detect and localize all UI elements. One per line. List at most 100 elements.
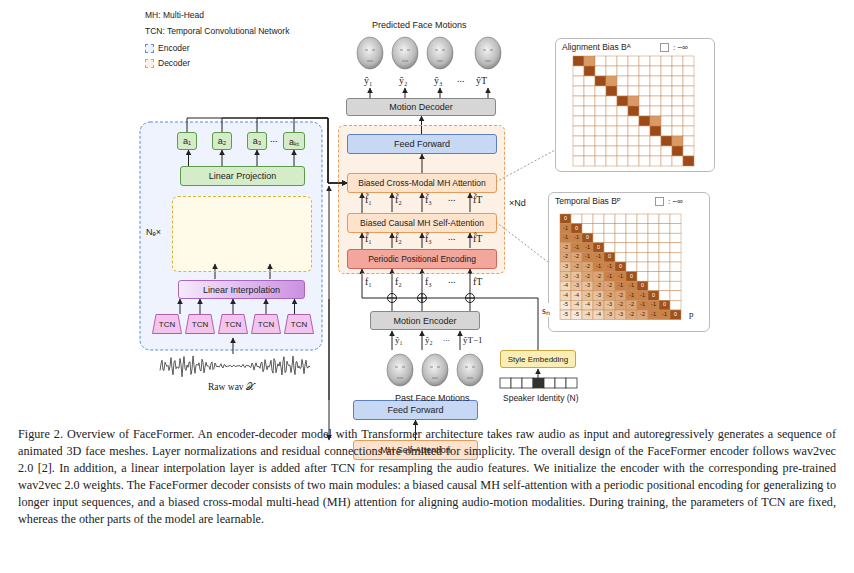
drawing-part [683, 96, 694, 106]
drawing-part [637, 243, 648, 253]
drawing-part [615, 224, 626, 234]
tcn-block: TCN [152, 314, 182, 334]
math-label: ŷT−1 [463, 335, 483, 345]
drawing-part [571, 300, 582, 310]
drawing-part [626, 300, 637, 310]
matrix-cell-value: -1 [560, 224, 571, 234]
drawing-part [392, 37, 418, 69]
drawing-part [338, 125, 505, 274]
drawing-part [533, 378, 544, 388]
drawing-part [172, 196, 312, 272]
drawing-part [582, 300, 593, 310]
drawing-part [440, 88, 441, 98]
connector [222, 150, 223, 166]
drawing-part [582, 310, 593, 320]
drawing-part [571, 262, 582, 272]
drawing-part [560, 214, 571, 224]
drawing-part [405, 88, 406, 98]
matrix-cell-value: -2 [637, 310, 648, 320]
drawing-part [628, 76, 639, 86]
matrix-cell-value: -1 [659, 310, 670, 320]
drawing-part [604, 310, 615, 320]
drawing-part [615, 252, 626, 262]
drawing-part [615, 281, 626, 291]
drawing-part [595, 86, 606, 96]
drawing-part [595, 136, 606, 146]
drawing-part [637, 233, 648, 243]
box-label: Biased Causal MH Self-Attention [360, 218, 484, 228]
drawing-part [650, 136, 661, 146]
drawing-part [639, 136, 650, 146]
connector [422, 154, 423, 173]
math-label: f̂T [473, 233, 482, 244]
bias-panel: Alignment Bias Bᴬ: −∞ [555, 38, 715, 172]
drawing-part [683, 116, 694, 126]
drawing-part [457, 354, 483, 386]
matrix-cell-value: -3 [582, 281, 593, 291]
matrix-cell-value: 0 [637, 281, 648, 291]
matrix-cell-value: 0 [560, 214, 571, 224]
drawing-part [615, 214, 626, 224]
drawing-part [628, 146, 639, 156]
region-heading: Temporal Bias Bᴾ [555, 196, 620, 206]
drawing-part [672, 86, 683, 96]
region-heading: ×Nd [509, 198, 526, 208]
drawing-part [233, 338, 234, 354]
matrix-cell-value: -5 [560, 300, 571, 310]
drawing-part [522, 378, 533, 388]
drawing-part [617, 136, 628, 146]
drawing-part [683, 76, 694, 86]
drawing-part [659, 310, 670, 320]
box-label: a₁ [183, 136, 191, 146]
matrix-cell-value: -2 [560, 252, 571, 262]
drawing-part [595, 146, 606, 156]
math-label: f̃₂ [395, 194, 402, 205]
drawing-part [672, 156, 683, 166]
layer-stack: Nₑ×Feed ForwardMH Self-Attention [172, 196, 312, 272]
drawing-part [593, 214, 604, 224]
drawing-part [670, 252, 681, 262]
box-label: Motion Decoder [389, 102, 453, 112]
drawing-part [648, 291, 659, 301]
math-label: TCN: Temporal Convolutional Network [145, 26, 289, 36]
connector [257, 150, 258, 166]
matrix-cell-value: -3 [593, 291, 604, 301]
matrix-cell-value: -2 [615, 291, 626, 301]
drawing-part [500, 378, 577, 388]
drawing-part [639, 106, 650, 116]
matrix-cell-value: -2 [582, 272, 593, 282]
legend-text: : −∞ [668, 197, 683, 206]
drawing-part [582, 291, 593, 301]
drawing-part [659, 300, 670, 310]
drawing-part [584, 116, 595, 126]
drawing-part [615, 233, 626, 243]
drawing-part [560, 224, 571, 234]
matrix-cell-value: -4 [582, 300, 593, 310]
math-label: ... [443, 333, 450, 343]
drawing-part [584, 146, 595, 156]
matrix-cell-value: -1 [571, 243, 582, 253]
drawing-part [683, 56, 694, 66]
drawing-part [555, 378, 566, 388]
drawing-part [593, 291, 604, 301]
drawing-part [637, 300, 648, 310]
drawing-part [670, 224, 681, 234]
matrix-cell-value: -3 [604, 300, 615, 310]
process-box: Style Embedding [500, 350, 576, 368]
connector [294, 299, 295, 314]
drawing-part [648, 310, 659, 320]
matrix-cell-value: -1 [571, 233, 582, 243]
drawing-part [560, 262, 571, 272]
connector [266, 299, 267, 314]
drawing-part [659, 281, 670, 291]
drawing-part [648, 224, 659, 234]
connector [422, 269, 423, 311]
drawing-part [422, 193, 423, 212]
drawing-part [584, 86, 595, 96]
drawing-part [160, 356, 310, 377]
math-label: ŷ₃ [434, 75, 443, 86]
drawing-part [573, 76, 584, 86]
math-label: f̂₃ [425, 233, 432, 244]
drawing-part [584, 106, 595, 116]
math-label: ... [270, 133, 278, 144]
